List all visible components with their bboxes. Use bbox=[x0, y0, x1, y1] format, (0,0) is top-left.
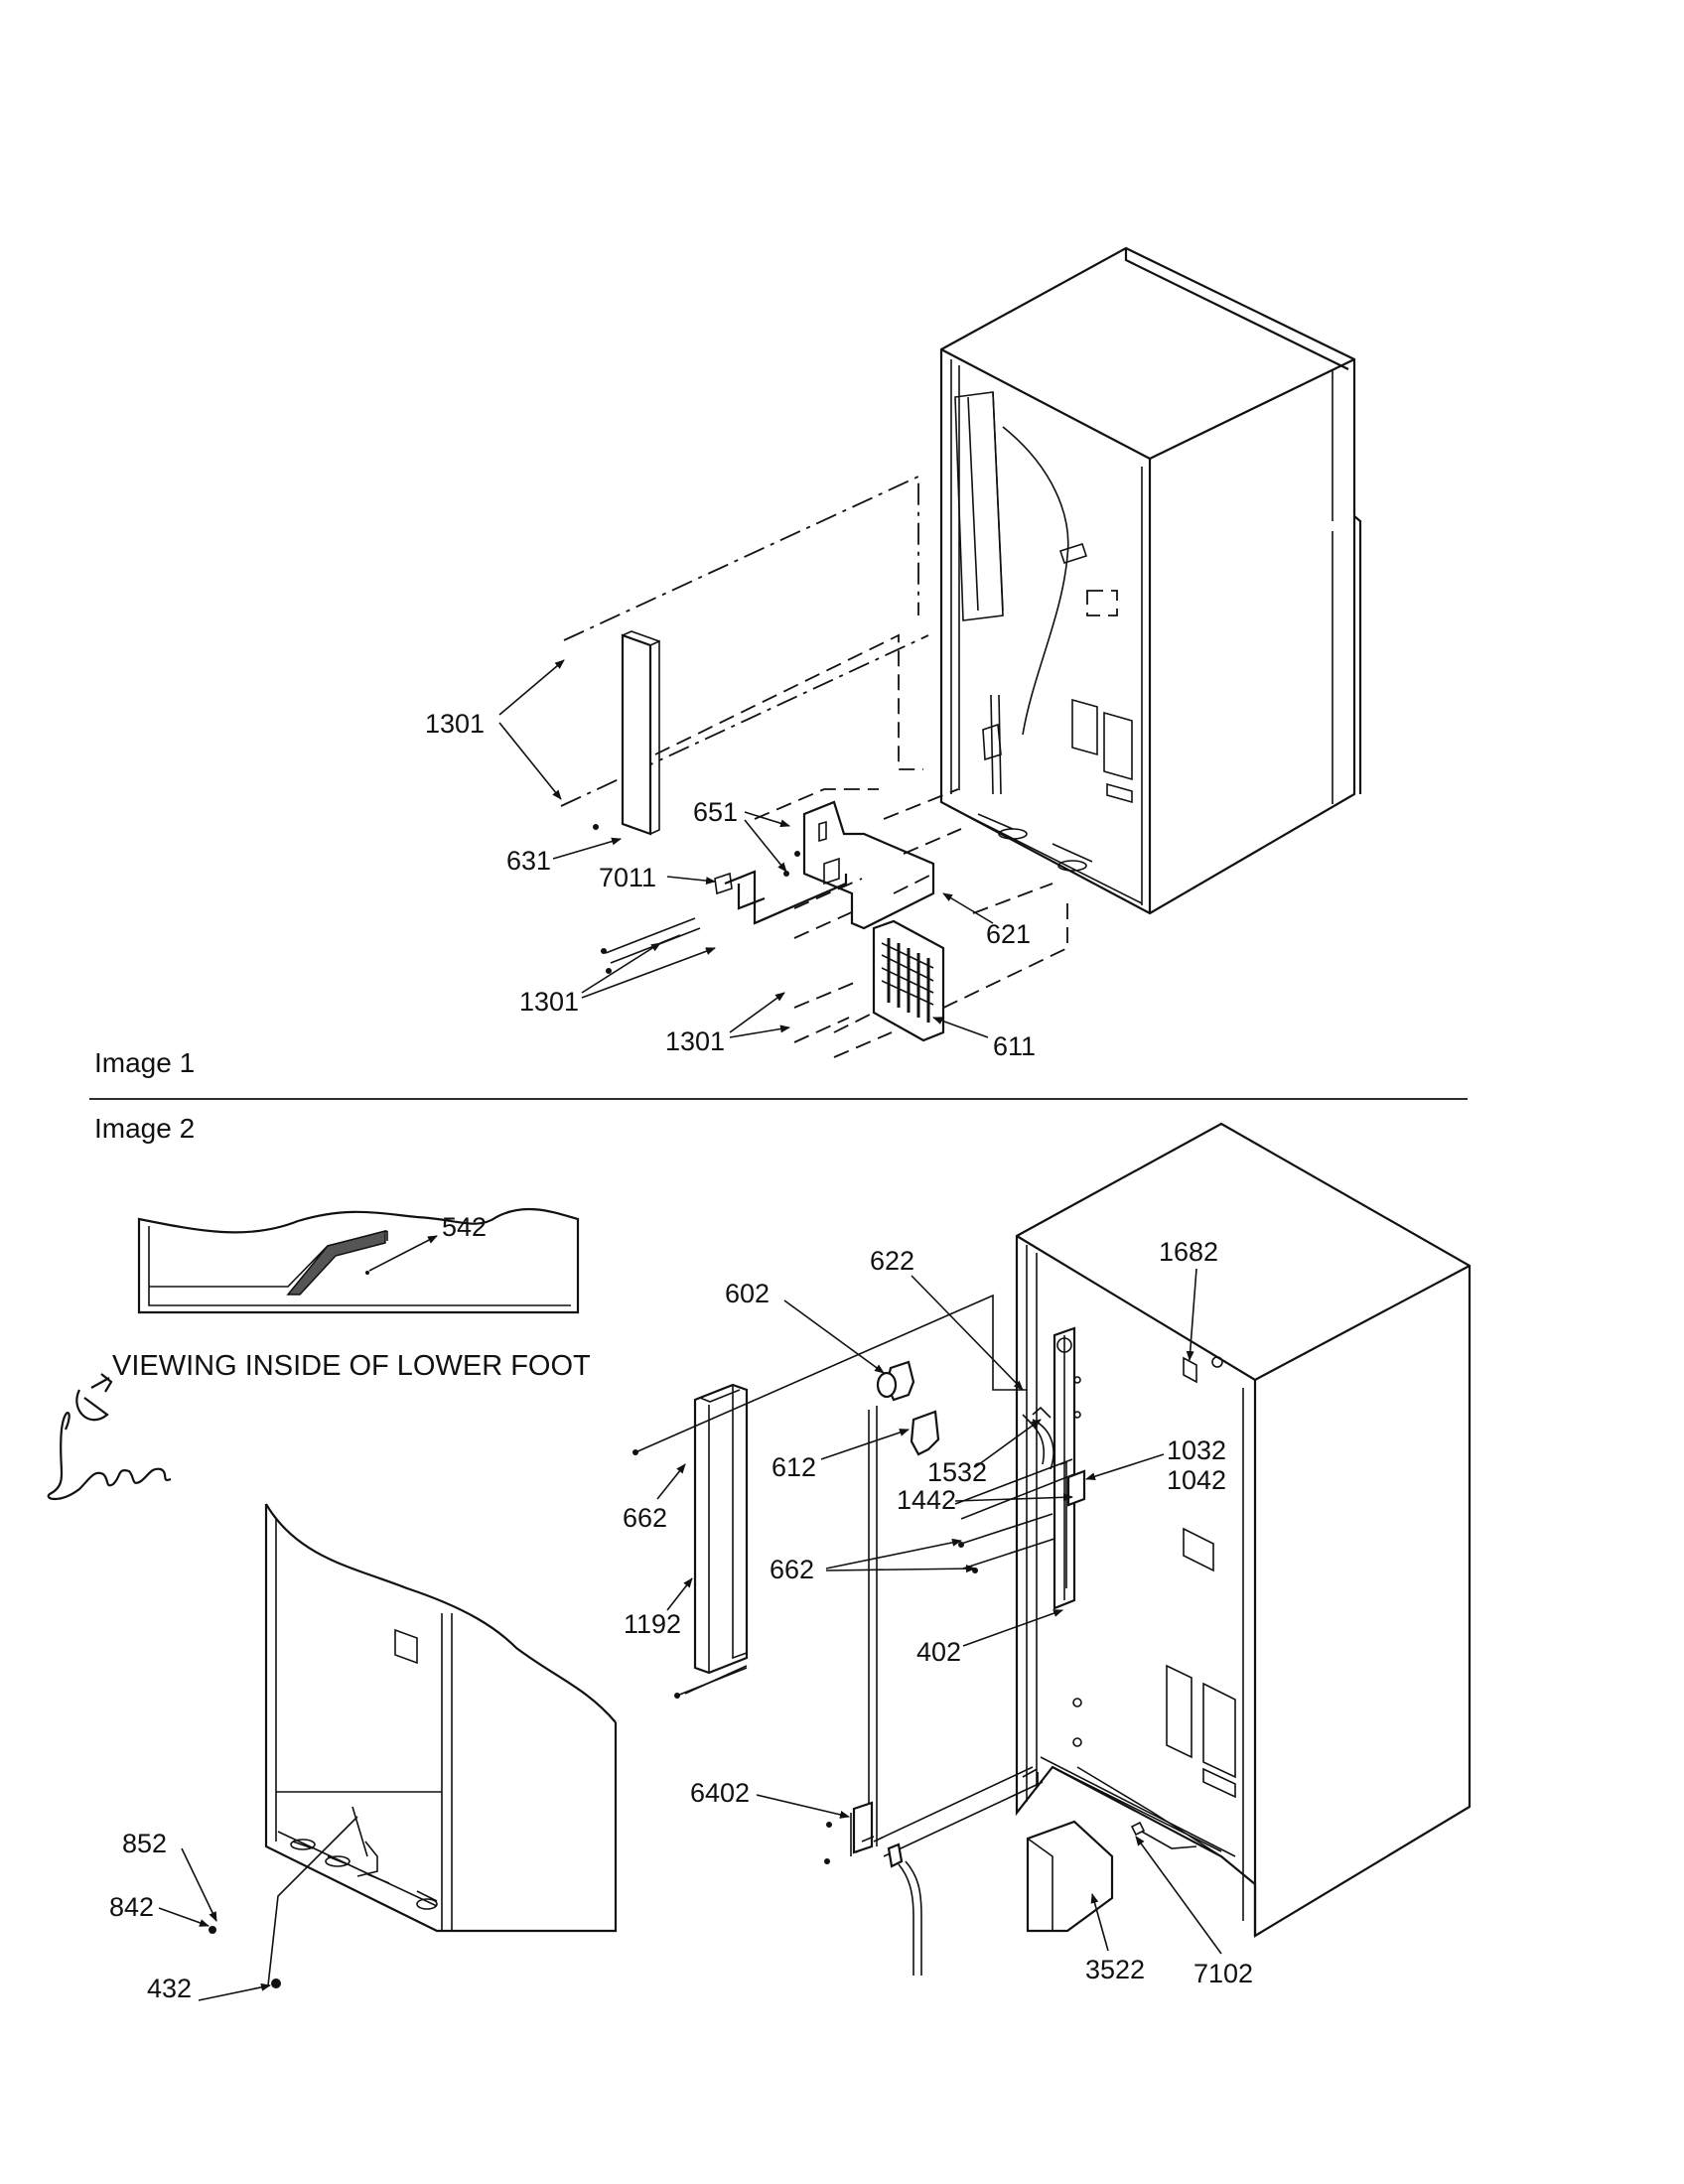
image2-group: 542 VIEWING INSIDE OF LOWER FOOT bbox=[47, 1122, 1472, 2003]
label-1301-b: 1301 bbox=[519, 987, 579, 1017]
label-3522: 3522 bbox=[1085, 1955, 1145, 1984]
header-image1: Image 1 bbox=[94, 1047, 195, 1078]
label-1301-a: 1301 bbox=[425, 709, 485, 739]
inset-caption: VIEWING INSIDE OF LOWER FOOT bbox=[112, 1350, 591, 1382]
label-852: 852 bbox=[122, 1829, 167, 1858]
label-662-b: 662 bbox=[770, 1555, 814, 1584]
leaders-image1 bbox=[498, 659, 994, 1038]
label-1301-c: 1301 bbox=[665, 1026, 725, 1056]
label-612: 612 bbox=[772, 1452, 816, 1482]
leaders-lower-cabinet bbox=[158, 1847, 271, 2001]
label-7102: 7102 bbox=[1193, 1959, 1253, 1988]
label-1682: 1682 bbox=[1159, 1237, 1218, 1267]
refrigerator-cabinet-rear bbox=[939, 246, 1362, 915]
part-7011-tube bbox=[601, 870, 848, 974]
label-651: 651 bbox=[693, 797, 738, 827]
explosion-lines-image1 bbox=[560, 475, 1068, 1058]
label-6402: 6402 bbox=[690, 1778, 750, 1808]
label-622: 622 bbox=[870, 1246, 914, 1276]
lower-cabinet-view bbox=[209, 1503, 618, 1988]
label-1442: 1442 bbox=[897, 1485, 956, 1515]
label-432: 432 bbox=[147, 1974, 192, 2003]
label-542: 542 bbox=[442, 1212, 487, 1242]
leaders-image2 bbox=[656, 1268, 1222, 1955]
handwritten-note bbox=[47, 1373, 172, 1501]
part-1192-panel bbox=[632, 1383, 749, 1699]
part-621-bracket bbox=[783, 800, 935, 930]
part-611-grille bbox=[872, 919, 945, 1042]
label-7011: 7011 bbox=[599, 863, 656, 892]
label-662-a: 662 bbox=[623, 1503, 667, 1533]
refrigerator-cabinet-image2 bbox=[1015, 1122, 1472, 1938]
label-611: 611 bbox=[993, 1031, 1036, 1061]
label-602: 602 bbox=[725, 1279, 770, 1308]
label-1032: 1032 bbox=[1167, 1435, 1226, 1465]
label-1532: 1532 bbox=[927, 1457, 987, 1487]
part-631-panel bbox=[593, 630, 660, 836]
label-1192: 1192 bbox=[624, 1609, 681, 1639]
label-621: 621 bbox=[986, 919, 1031, 949]
label-842: 842 bbox=[109, 1892, 154, 1922]
label-1042: 1042 bbox=[1167, 1465, 1226, 1495]
label-631: 631 bbox=[506, 846, 551, 876]
label-402: 402 bbox=[916, 1637, 961, 1667]
inset-lower-foot bbox=[137, 1207, 580, 1314]
header-image2: Image 2 bbox=[94, 1113, 195, 1144]
image1-group: 1301 631 7011 651 621 1301 1301 611 bbox=[425, 246, 1362, 1061]
